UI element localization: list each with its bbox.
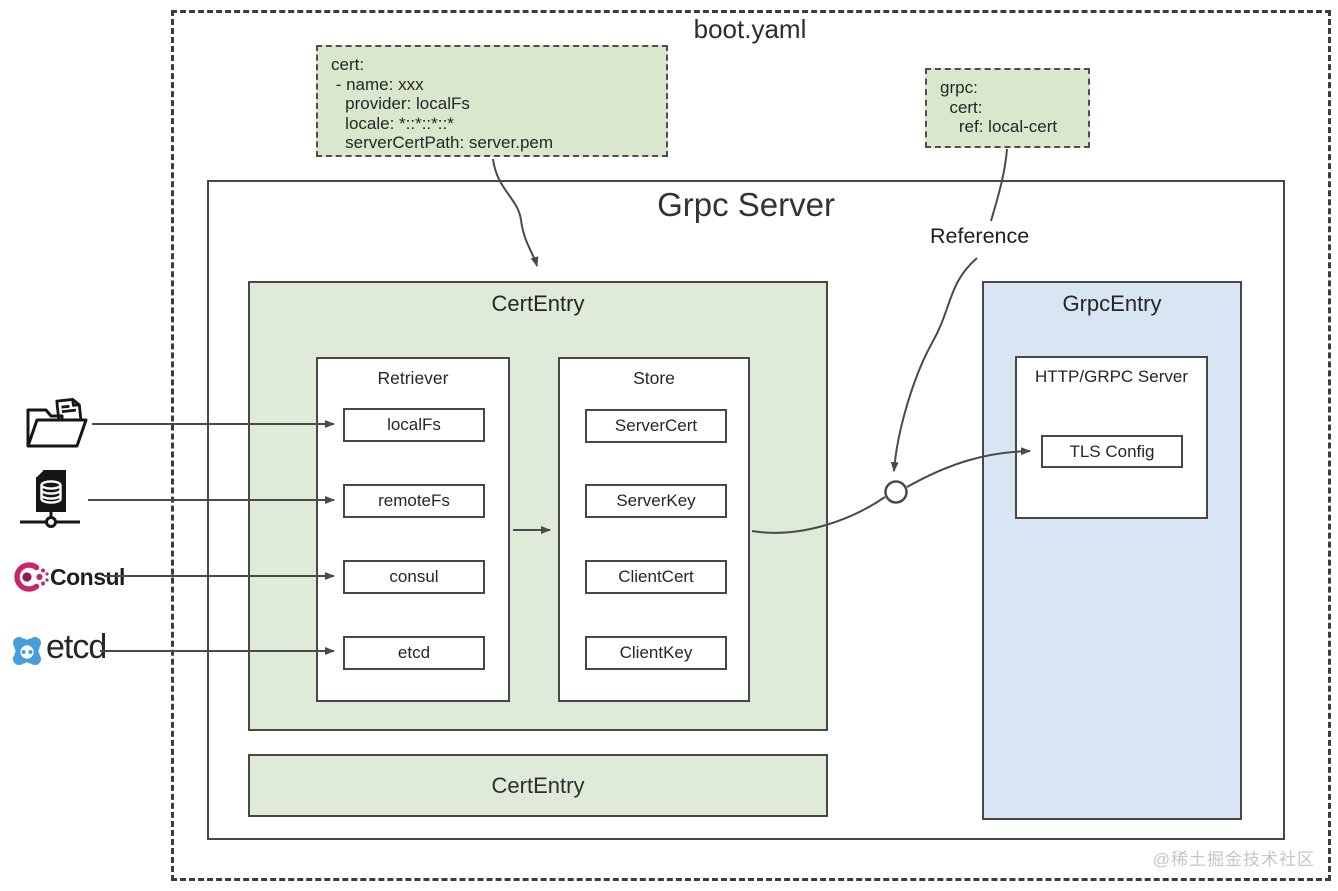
grpc-yaml-line: ref: local-cert [940,117,1058,136]
retriever-item-remotefs: remoteFs [343,484,485,518]
store-item-servercert: ServerCert [585,409,727,443]
grpc-yaml-snippet: grpc: cert: ref: local-cert [925,68,1090,148]
store-item-clientkey: ClientKey [585,636,727,670]
consul-label: Consul [50,564,125,590]
retriever-item-consul: consul [343,560,485,594]
http-grpc-server-title: HTTP/GRPC Server [1034,367,1189,386]
cert-yaml-line: cert: [331,55,365,74]
cert-yaml-line: - name: xxx [331,74,424,94]
store-item-clientcert: ClientCert [585,560,727,594]
boot-yaml-boundary [171,10,1331,881]
etcd-label: etcd [46,628,107,666]
folder-icon [26,398,88,448]
grpc-yaml-line: grpc: [940,78,978,97]
cert-yaml-line: serverCertPath: server.pem [331,133,554,152]
retriever-item-etcd: etcd [343,636,485,670]
remote-fs-icon [20,470,80,528]
retriever-box: Retriever localFs remoteFs consul etcd [316,357,510,702]
http-grpc-server-box: HTTP/GRPC Server TLS Config [1015,356,1208,519]
grpc-server-title: Grpc Server [657,186,835,223]
cert-yaml-line: locale: *::*::*::* [331,113,454,133]
reference-label: Reference [930,224,1030,248]
etcd-icon [8,632,46,670]
retriever-title: Retriever [377,368,449,388]
cert-entry-bottom-box: CertEntry [248,754,828,817]
cert-yaml-snippet: cert: - name: xxx provider: localFs loca… [316,45,668,157]
grpc-yaml-line: cert: [940,97,983,117]
consul-icon [14,562,49,592]
retriever-item-localfs: localFs [343,408,485,442]
tls-config-item: TLS Config [1041,435,1183,468]
boot-yaml-label: boot.yaml [693,14,807,44]
watermark: @稀土掘金技术社区 [1152,850,1315,869]
cert-entry-title: CertEntry [491,291,585,316]
store-box: Store ServerCert ServerKey ClientCert Cl… [558,357,750,702]
cert-yaml-line: provider: localFs [331,94,470,113]
store-item-serverkey: ServerKey [585,484,727,518]
store-title: Store [633,368,675,388]
grpc-entry-title: GrpcEntry [1062,291,1162,316]
